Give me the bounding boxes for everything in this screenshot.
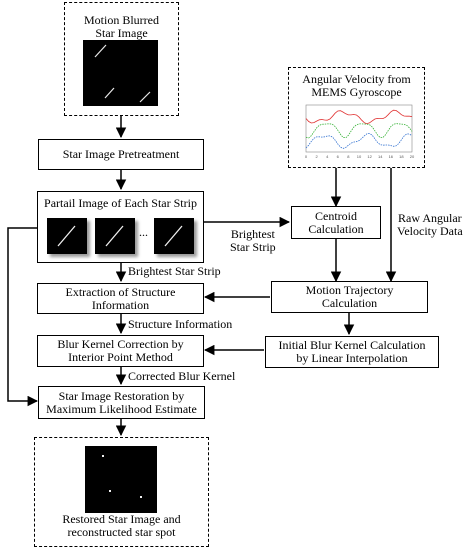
gyro-x-tick-label: 20	[410, 154, 415, 159]
gyro-x-tick-label: 16	[389, 154, 394, 159]
gyro-series-line	[305, 109, 413, 125]
initial-blur-kernel-line1: Initial Blur Kernel Calculation	[278, 338, 426, 352]
gyro-x-tick-label: 12	[367, 154, 372, 159]
motion-trajectory-line1: Motion Trajectory	[305, 283, 394, 297]
gyro-x-tick-label: 18	[399, 154, 404, 159]
centroid-node: Centroid Calculation	[291, 206, 381, 239]
gyro-plot: 0 2 4 6 8 10 12 14 16 18 20	[305, 104, 415, 159]
partial-image-label: Partail Image of Each Star Strip	[44, 196, 197, 210]
label-brightest-line1: Brightest	[230, 227, 275, 241]
blurred-star-image	[83, 40, 158, 106]
label-raw-angular-velocity: Raw Angular Velocity Data	[397, 212, 463, 238]
label-corrected-blur-kernel: Corrected Blur Kernel	[128, 369, 236, 383]
restoration-line2: Maximum Likelihood Estimate	[46, 401, 197, 416]
label-brightest-line2: Star Strip	[230, 240, 276, 254]
pretreatment-node: Star Image Pretreatment	[38, 139, 204, 170]
restoration-line1: Star Image Restoration by	[58, 388, 185, 403]
gyro-x-tick-label: 8	[347, 154, 350, 159]
label-raw-angular-line1: Raw Angular	[398, 211, 462, 225]
blur-kernel-correction-line2: Interior Point Method	[68, 350, 173, 364]
star-strip-thumb-2	[95, 218, 135, 254]
restored-star-image	[85, 446, 157, 513]
initial-blur-kernel-node: Initial Blur Kernel Calculation by Linea…	[265, 336, 439, 368]
label-raw-angular-line2: Velocity Data	[397, 224, 463, 238]
star-strip-thumb-1	[47, 218, 87, 254]
thumb-ellipsis: ...	[139, 225, 148, 239]
gyro-x-tick-label: 6	[337, 154, 340, 159]
gyro-series-line	[305, 123, 413, 139]
motion-blurred-line1: Motion Blurred	[84, 13, 159, 27]
initial-blur-kernel-line2: by Linear Interpolation	[296, 351, 408, 365]
gyro-x-tick-label: 10	[357, 154, 362, 159]
blur-kernel-correction-node: Blur Kernel Correction by Interior Point…	[37, 335, 204, 367]
angular-velocity-line2: MEMS Gyroscope	[311, 85, 402, 99]
gyro-series-line	[305, 132, 413, 149]
gyro-x-tick-label: 0	[305, 154, 308, 159]
label-brightest-star-strip-down: Brightest Star Strip	[128, 264, 221, 278]
motion-trajectory-line2: Calculation	[321, 296, 378, 310]
blur-kernel-correction-line1: Blur Kernel Correction by	[57, 337, 184, 351]
arrow-partial-to-restoration	[7, 227, 39, 407]
restored-line1: Restored Star Image and	[62, 512, 181, 526]
label-brightest-star-strip-right: Brightest Star Strip	[230, 228, 276, 254]
extraction-line2: Information	[91, 297, 150, 312]
gyro-x-tick-label: 4	[326, 154, 329, 159]
pretreatment-label: Star Image Pretreatment	[62, 147, 180, 161]
label-structure-information: Structure Information	[128, 317, 233, 331]
gyro-plot-frame	[305, 104, 413, 153]
motion-blurred-line2: Star Image	[95, 26, 148, 40]
restoration-node: Star Image Restoration by Maximum Likeli…	[38, 386, 205, 419]
star-strip-thumb-3	[154, 218, 194, 254]
restored-line2: reconstructed star spot	[67, 525, 176, 539]
angular-velocity-line1: Angular Velocity from	[302, 72, 411, 86]
centroid-line1: Centroid	[315, 208, 357, 223]
extraction-node: Extraction of Structure Information	[37, 283, 204, 314]
extraction-line1: Extraction of Structure	[65, 284, 176, 299]
centroid-line2: Calculation	[308, 221, 364, 236]
gyro-x-tick-label: 2	[315, 154, 318, 159]
gyro-x-tick-label: 14	[378, 154, 383, 159]
motion-trajectory-node: Motion Trajectory Calculation	[271, 281, 428, 313]
